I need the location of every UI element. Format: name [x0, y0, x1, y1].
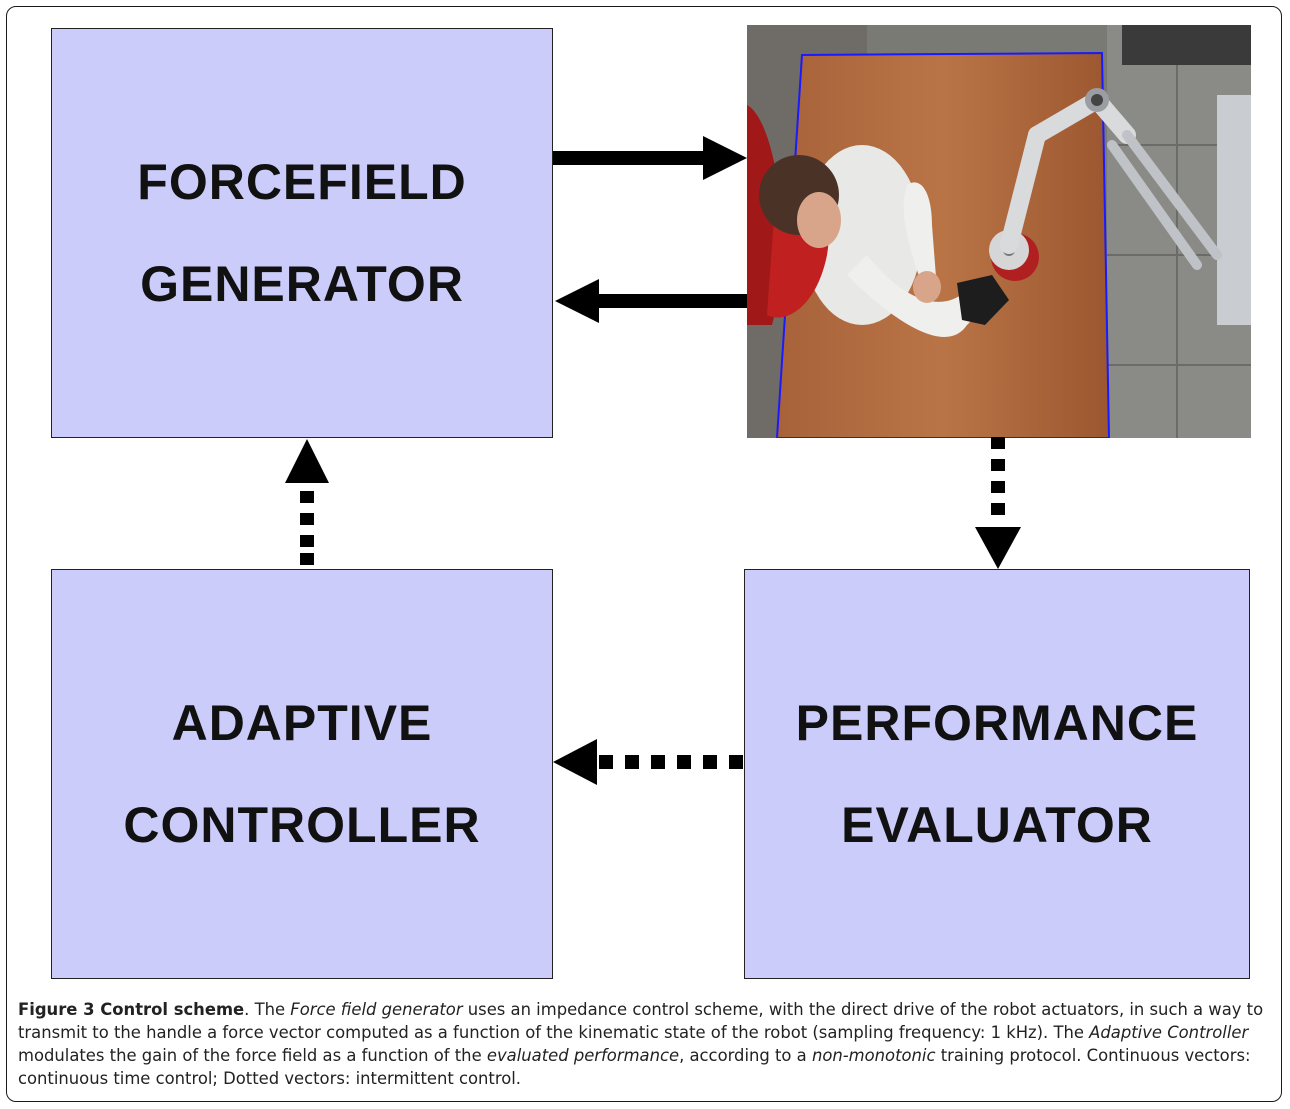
caption-italic-3: evaluated performance [486, 1046, 680, 1065]
caption-text-3: modulates the gain of the force field as… [18, 1046, 487, 1065]
caption-italic-2: Adaptive Controller [1089, 1023, 1249, 1042]
performance-evaluator-line2: EVALUATOR [841, 797, 1153, 853]
caption-italic-4: non-monotonic [811, 1046, 936, 1065]
forcefield-generator-line1: FORCEFIELD [137, 154, 467, 210]
caption-text-1: . The [244, 1000, 291, 1019]
forcefield-generator-box: FORCEFIELD GENERATOR [51, 28, 553, 438]
photo-illustration [747, 25, 1251, 438]
adaptive-controller-line1: ADAPTIVE [171, 695, 433, 751]
adaptive-controller-line2: CONTROLLER [123, 797, 481, 853]
figure-frame [6, 6, 1282, 1102]
forcefield-generator-line2: GENERATOR [140, 256, 464, 312]
solid-arrow-to-generator [555, 279, 747, 323]
performance-evaluator-box: PERFORMANCE EVALUATOR [744, 569, 1250, 979]
dotted-arrow-to-generator [285, 439, 329, 565]
adaptive-controller-box: ADAPTIVE CONTROLLER [51, 569, 553, 979]
dotted-arrow-to-evaluator [975, 437, 1021, 569]
caption-italic-1: Force field generator [290, 1000, 463, 1019]
caption-text-4: , according to a [679, 1046, 812, 1065]
solid-arrow-to-robot [553, 136, 747, 180]
figure-caption: Figure 3 Control scheme. The Force field… [18, 998, 1276, 1090]
dotted-arrow-to-controller [553, 739, 743, 785]
performance-evaluator-line1: PERFORMANCE [795, 695, 1199, 751]
caption-text-2: uses an impedance control scheme, with t… [18, 1000, 1264, 1042]
robot-arm-user-photo [747, 25, 1251, 438]
caption-text-5: training protocol. Continuous vectors: c… [18, 1046, 1251, 1088]
caption-figure-label: Figure 3 Control scheme [18, 1000, 245, 1019]
